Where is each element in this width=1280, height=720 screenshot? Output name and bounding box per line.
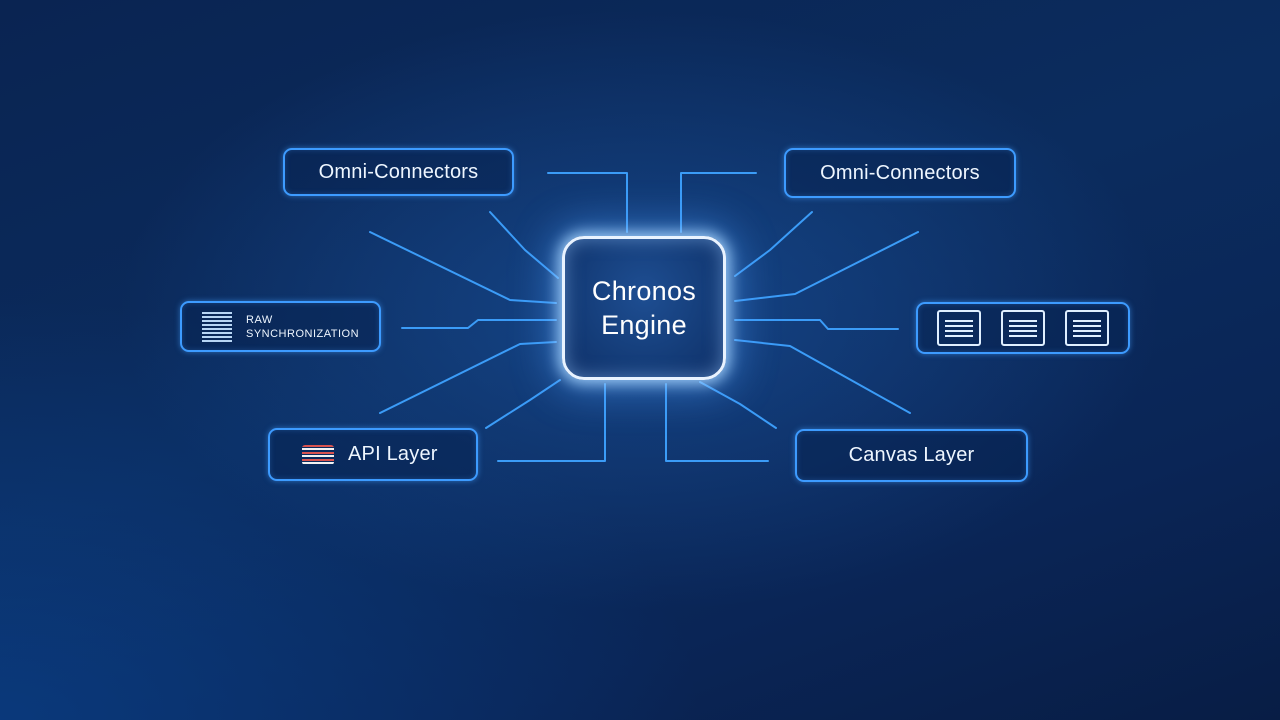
wire-right-lower <box>734 339 911 414</box>
node-label: Omni-Connectors <box>820 161 980 184</box>
wire-mid-left <box>401 319 557 329</box>
document-icon <box>1001 310 1045 346</box>
node-label: API Layer <box>348 443 438 465</box>
wire-bottom-right-diag <box>699 381 777 429</box>
flag-stripes-icon <box>302 444 334 465</box>
wire-left-upper <box>369 231 557 304</box>
wire-mid-right <box>734 319 899 330</box>
wire-top-left-diag <box>489 211 559 279</box>
node-label-line1: RAW <box>246 313 273 326</box>
document-icon <box>1065 310 1109 346</box>
node-label-line2: SYNCHRONIZATION <box>246 327 360 340</box>
document-icon <box>937 310 981 346</box>
wire-bottom-left-diag <box>485 379 561 429</box>
node-api-layer[interactable]: API Layer <box>268 428 478 481</box>
core-title-line2: Engine <box>601 310 687 340</box>
core-title-line1: Chronos <box>591 276 697 306</box>
node-raw-synchronization[interactable]: RAW SYNCHRONIZATION <box>180 301 381 352</box>
node-omni-connectors-left[interactable]: Omni-Connectors <box>283 148 514 196</box>
wire-top-right-diag <box>734 211 813 277</box>
wire-top-left-stub <box>547 172 628 233</box>
stack-icon <box>202 311 232 342</box>
node-documents[interactable] <box>916 302 1130 354</box>
wire-left-lower <box>379 341 557 414</box>
node-label: Omni-Connectors <box>318 160 479 183</box>
node-canvas-layer[interactable]: Canvas Layer <box>795 429 1028 482</box>
chronos-engine-core[interactable]: Chronos Engine <box>562 236 726 380</box>
node-omni-connectors-right[interactable]: Omni-Connectors <box>784 148 1016 198</box>
wire-bottom-right-stub <box>665 383 769 462</box>
node-label: Canvas Layer <box>848 444 975 466</box>
wire-right-upper <box>734 231 919 302</box>
wire-top-right-stub <box>680 172 757 233</box>
wire-bottom-left-stub <box>497 383 606 462</box>
